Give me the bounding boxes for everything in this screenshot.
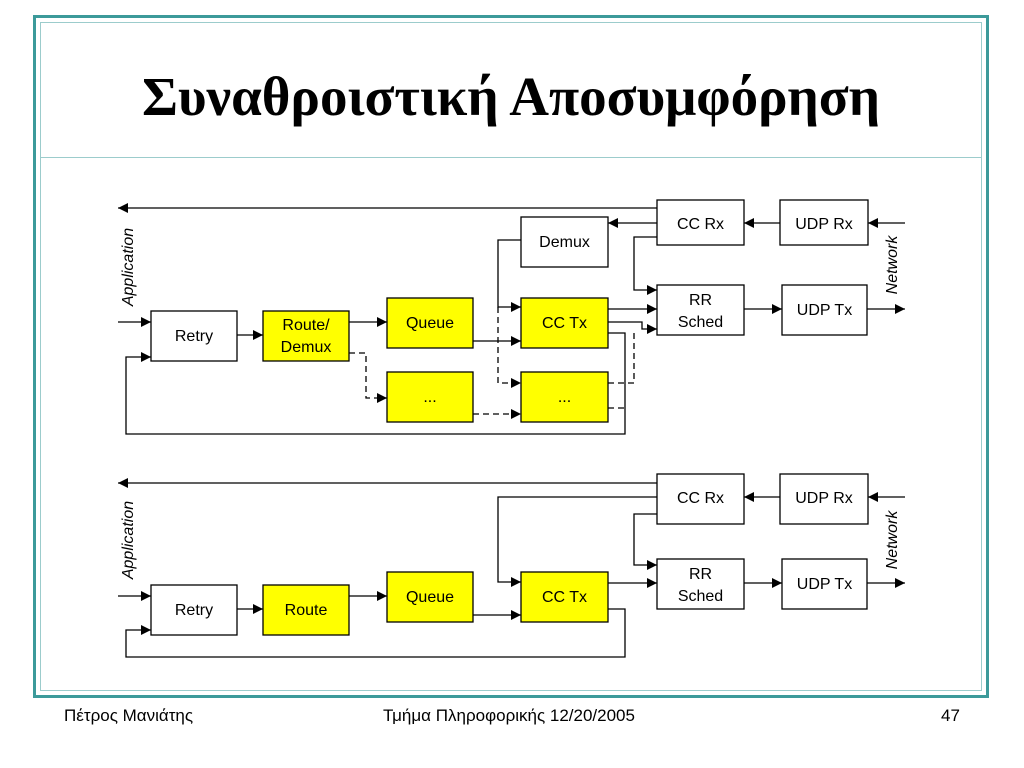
top-label-queue-extra: ... xyxy=(423,389,436,406)
bottom-box-udp-tx xyxy=(781,558,868,610)
diagram-top xyxy=(118,203,905,435)
footer-author: Πέτρος Μανιάτης xyxy=(64,706,194,725)
bottom-application-label: Application xyxy=(120,501,137,580)
top-box-queue xyxy=(386,297,474,349)
bottom-label-sched: Sched xyxy=(678,588,723,605)
slide-title: Συναθροιστική Αποσυμφόρηση xyxy=(142,66,880,127)
top-label-cc-tx: CC Tx xyxy=(542,315,587,332)
congestion-diagram: CC Rx UDP Rx Demux RR Sched UDP Tx Retry… xyxy=(118,199,905,658)
diagram-top-boxes: CC Rx UDP Rx Demux RR Sched UDP Tx Retry… xyxy=(120,199,901,423)
top-network-label: Network xyxy=(884,235,901,295)
footer-department-date: Τμήμα Πληροφορικής 12/20/2005 xyxy=(383,706,635,725)
bottom-box-route xyxy=(262,584,350,636)
bottom-label-cc-rx: CC Rx xyxy=(677,490,724,507)
top-box-rr-sched xyxy=(656,284,745,336)
bottom-box-queue xyxy=(386,571,474,623)
bottom-label-retry: Retry xyxy=(175,602,213,619)
bottom-network-label: Network xyxy=(884,510,901,570)
bottom-label-queue: Queue xyxy=(406,589,454,606)
top-label-udp-rx: UDP Rx xyxy=(795,216,853,233)
diagram-bottom xyxy=(118,478,905,658)
top-label-demux2: Demux xyxy=(281,339,332,356)
bottom-label-rr: RR xyxy=(689,566,712,583)
top-box-demux xyxy=(520,216,609,268)
top-box-route-demux xyxy=(262,310,350,362)
bottom-label-udp-rx: UDP Rx xyxy=(795,490,853,507)
title-divider xyxy=(41,157,981,158)
top-dash-demux-cctx2 xyxy=(497,307,521,388)
top-box-cc-tx-extra xyxy=(520,371,609,423)
top-line-cctx-feedback xyxy=(125,332,626,435)
bottom-box-udp-rx xyxy=(779,473,869,525)
top-label-cc-rx: CC Rx xyxy=(677,216,724,233)
top-label-route: Route/ xyxy=(282,317,330,334)
footer-page-number: 47 xyxy=(941,706,960,725)
slide-frame-inner xyxy=(40,22,982,691)
bottom-line-ccrx-rr xyxy=(633,513,657,570)
top-line-ccrx-rr xyxy=(633,236,657,295)
top-label-sched: Sched xyxy=(678,314,723,331)
bottom-box-cc-rx xyxy=(656,473,745,525)
diagram-bottom-boxes: CC Rx UDP Rx RR Sched UDP Tx Retry Route… xyxy=(120,473,901,636)
top-box-cc-tx xyxy=(520,297,609,349)
top-line-rr-feedback xyxy=(608,321,657,334)
bottom-label-cc-tx: CC Tx xyxy=(542,589,587,606)
top-label-retry: Retry xyxy=(175,328,213,345)
top-box-cc-rx xyxy=(656,199,745,246)
bottom-box-retry xyxy=(150,584,238,636)
bottom-label-route: Route xyxy=(285,602,328,619)
top-application-label: Application xyxy=(120,228,137,307)
top-label-demux: Demux xyxy=(539,234,590,251)
top-label-cc-tx-extra: ... xyxy=(558,389,571,406)
top-box-retry xyxy=(150,310,238,362)
slide-frame-outer xyxy=(33,15,989,698)
top-label-queue: Queue xyxy=(406,315,454,332)
top-label-udp-tx: UDP Tx xyxy=(797,302,852,319)
top-dash-route-queue2 xyxy=(349,352,387,403)
bottom-line-ccrx-cctx xyxy=(497,496,657,587)
top-dash-cctx2-rr xyxy=(608,329,635,384)
bottom-box-cc-tx xyxy=(520,571,609,623)
top-box-queue-extra xyxy=(386,371,474,423)
top-line-demux-cctx xyxy=(497,239,521,312)
bottom-line-cctx-feedback xyxy=(125,608,626,658)
top-box-udp-tx xyxy=(781,284,868,336)
bottom-label-udp-tx: UDP Tx xyxy=(797,576,852,593)
top-box-udp-rx xyxy=(779,199,869,246)
bottom-box-rr-sched xyxy=(656,558,745,610)
top-label-rr: RR xyxy=(689,292,712,309)
